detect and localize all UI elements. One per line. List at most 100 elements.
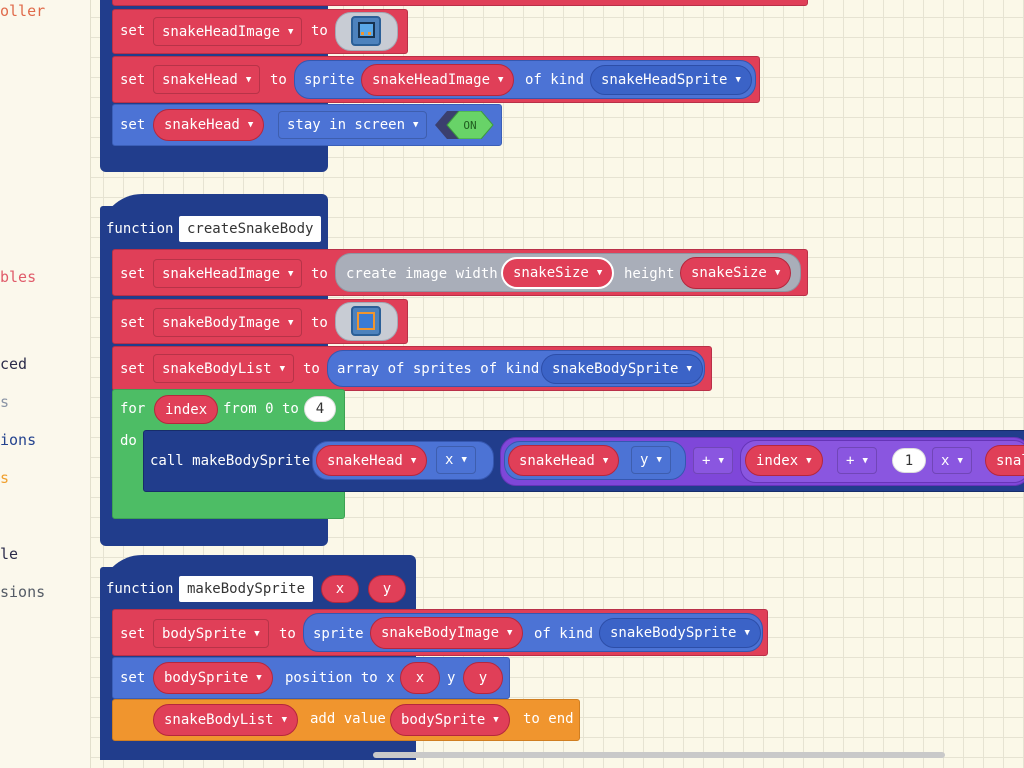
param-y[interactable]: y [368, 575, 406, 603]
kind-name: snakeHeadSprite [601, 72, 728, 88]
horizontal-scrollbar[interactable] [373, 752, 945, 758]
toolbox-controller[interactable]: oller [0, 2, 46, 20]
kind-dropdown-snakebodysprite[interactable]: snakeBodySprite▼ [541, 354, 703, 384]
dropdown-arrow-icon: ▼ [410, 455, 417, 466]
property-name: x [445, 452, 454, 468]
set-keyword: set [120, 117, 146, 133]
variable-pill-snakesize-height[interactable]: snakeSize▼ [680, 257, 792, 289]
dropdown-arrow-icon: ▼ [744, 628, 750, 638]
operator: + [846, 452, 855, 469]
toolbox-panel: oller bles ced s ions s le sions [0, 0, 90, 768]
variable-name: snakeHeadImage [372, 72, 491, 88]
dropdown-arrow-icon: ▼ [279, 363, 285, 374]
dropdown-arrow-icon: ▼ [461, 455, 467, 465]
kind-dropdown-snakeheadsprite[interactable]: snakeHeadSprite▼ [590, 65, 752, 95]
call-keyword: call makeBodySprite [150, 453, 311, 469]
variable-name: index [756, 452, 799, 469]
toolbox-variables[interactable]: bles [0, 268, 37, 286]
from-to-keyword: from 0 to [223, 401, 299, 417]
variable-name: snakeHead [327, 452, 403, 469]
variable-dropdown-snakebodylist[interactable]: snakeBodyList▼ [153, 354, 294, 383]
toolbox-item-s[interactable]: s [0, 393, 10, 411]
property-dropdown-stay-in-screen[interactable]: stay in screen▼ [278, 111, 428, 139]
face-icon [358, 22, 375, 38]
variable-dropdown-snakebodyimage[interactable]: snakeBodyImage▼ [153, 308, 303, 337]
dropdown-arrow-icon: ▼ [281, 715, 287, 725]
of-kind-keyword: of kind [525, 72, 585, 88]
variable-pill-snakeheadimage[interactable]: snakeHeadImage ▼ [361, 64, 515, 96]
snake-head-image-icon[interactable] [351, 16, 381, 46]
property-dropdown-x[interactable]: x▼ [436, 446, 476, 474]
variable-pill-bodysprite[interactable]: bodySprite▼ [153, 662, 273, 694]
blocks-workspace[interactable]: set snakeHeadImage ▼ to set snakeHead ▼ to… [90, 0, 1024, 768]
dropdown-arrow-icon: ▼ [718, 455, 724, 466]
operator: x [941, 452, 950, 469]
variable-pill-index[interactable]: index ▼ [745, 445, 823, 476]
snake-body-image-icon[interactable] [351, 306, 381, 336]
to-end-keyword: to end [523, 711, 574, 727]
kind-name: snakeBodySprite [552, 361, 679, 377]
variable-pill-truncated[interactable]: snal [985, 445, 1024, 476]
number-input[interactable]: 1 [892, 448, 926, 473]
operator: + [702, 452, 711, 469]
variable-pill-snakehead[interactable]: snakeHead▼ [153, 109, 265, 141]
variable-name: bodySprite [164, 670, 249, 686]
to-keyword: to [270, 72, 287, 88]
to-keyword: to [311, 266, 328, 282]
toolbox-item-le[interactable]: le [0, 545, 19, 563]
arg-x[interactable]: x [400, 662, 440, 694]
dropdown-arrow-icon: ▼ [806, 455, 812, 466]
kind-name: snakeBodySprite [610, 625, 737, 641]
variable-name: snal [996, 452, 1024, 469]
dropdown-arrow-icon: ▼ [862, 455, 868, 466]
dropdown-arrow-icon: ▼ [498, 75, 504, 85]
y-keyword: y [447, 670, 456, 686]
for-keyword: for [120, 401, 146, 417]
variable-dropdown-snakeheadimage[interactable]: snakeHeadImage▼ [153, 259, 303, 288]
set-keyword: set [120, 23, 146, 39]
dropdown-arrow-icon: ▼ [656, 455, 662, 465]
variable-name: snakeBodyList [164, 712, 274, 728]
operator-dropdown-plus[interactable]: +▼ [837, 447, 877, 474]
property-dropdown-y[interactable]: y▼ [631, 446, 671, 474]
to-keyword: to [279, 626, 296, 642]
variable-dropdown-snakeheadimage[interactable]: snakeHeadImage ▼ [153, 17, 303, 46]
variable-pill-snakebodylist[interactable]: snakeBodyList ▼ [153, 704, 298, 736]
function-name-field[interactable]: createSnakeBody [179, 216, 322, 242]
variable-pill-snakesize-width[interactable]: snakeSize▼ [501, 257, 615, 289]
variable-dropdown-snakehead[interactable]: snakeHead▼ [153, 65, 261, 94]
variable-name: snakeHead [164, 117, 240, 133]
array-of-sprites-keyword: array of sprites of kind [337, 361, 540, 377]
dropdown-arrow-icon: ▼ [774, 268, 781, 278]
param-x[interactable]: x [321, 575, 359, 603]
do-keyword: do [120, 433, 137, 449]
loop-variable-index[interactable]: index [154, 395, 219, 424]
toolbox-extensions[interactable]: sions [0, 583, 46, 601]
variable-name: snakeHead [162, 71, 238, 88]
function-keyword: function [106, 581, 174, 597]
variable-dropdown-bodysprite[interactable]: bodySprite▼ [153, 619, 269, 648]
previous-block-edge [112, 0, 808, 6]
variable-pill-snakehead[interactable]: snakeHead▼ [508, 445, 620, 476]
operator-dropdown-plus[interactable]: +▼ [693, 447, 733, 474]
on-toggle[interactable]: ON [435, 111, 495, 139]
variable-name: snakeHeadImage [162, 23, 281, 40]
variable-pill-snakehead[interactable]: snakeHead ▼ [316, 445, 428, 476]
loop-limit-input[interactable]: 4 [304, 396, 336, 422]
toolbox-advanced[interactable]: ced [0, 355, 28, 373]
toolbox-functions[interactable]: ions [0, 431, 37, 449]
dropdown-arrow-icon: ▼ [288, 317, 294, 328]
variable-pill-bodysprite[interactable]: bodySprite▼ [390, 704, 510, 736]
kind-dropdown-snakebodysprite[interactable]: snakeBodySprite ▼ [599, 618, 761, 648]
variable-pill-snakebodyimage[interactable]: snakeBodyImage▼ [370, 617, 524, 649]
add-value-keyword: add value [310, 711, 386, 727]
dropdown-arrow-icon: ▼ [413, 120, 419, 130]
variable-name: snakeHead [519, 452, 595, 469]
arg-y[interactable]: y [463, 662, 503, 694]
operator-dropdown-times[interactable]: x▼ [932, 447, 972, 474]
function-name-field[interactable]: makeBodySprite [179, 576, 314, 602]
dropdown-arrow-icon: ▼ [288, 26, 294, 37]
toggle-label: ON [463, 119, 476, 132]
sprite-keyword: sprite [304, 72, 355, 88]
toolbox-arrays[interactable]: s [0, 469, 10, 487]
